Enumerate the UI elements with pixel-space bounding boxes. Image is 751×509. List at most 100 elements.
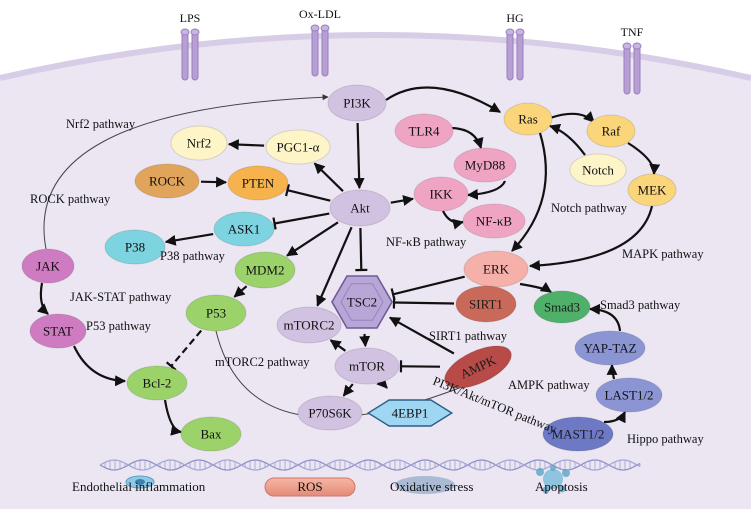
- outcome-apoptosis: Apoptosis: [535, 479, 588, 494]
- label-ampk-pathway: AMPK pathway: [508, 378, 590, 392]
- label-p38-pathway: P38 pathway: [160, 249, 226, 263]
- node-bax: Bax: [180, 416, 242, 452]
- node-label-p38: P38: [125, 240, 145, 255]
- label-sirt1-pathway: SIRT1 pathway: [429, 329, 508, 343]
- edge-ikk-nfkb: [442, 210, 465, 230]
- node-yaptaz: YAP-TAZ: [574, 330, 646, 366]
- edge-yaptaz-smad3: [588, 303, 622, 332]
- node-tlr4: TLR4: [394, 113, 454, 149]
- node-myd88: MyD88: [453, 147, 517, 183]
- node-ras: Ras: [503, 102, 553, 136]
- node-label-mek: MEK: [638, 183, 668, 198]
- node-label-last12: LAST1/2: [604, 388, 653, 403]
- node-label-rock: ROCK: [149, 174, 186, 189]
- node-label-jak: JAK: [36, 259, 60, 274]
- receptor-label-tnf: TNF: [621, 25, 644, 39]
- node-sirt1: SIRT1: [455, 285, 517, 323]
- node-nfkb: NF-κB: [462, 203, 526, 239]
- node-label-nrf2: Nrf2: [187, 136, 212, 151]
- node-label-4ebp1: 4EBP1: [392, 406, 429, 421]
- edge-raf-mek: [627, 142, 661, 176]
- node-mtorc2: mTORC2: [276, 306, 342, 344]
- node-ikk: IKK: [413, 176, 469, 212]
- node-tsc2: TSC2: [331, 275, 393, 329]
- apoptosis-icon: [536, 465, 570, 494]
- node-label-ask1: ASK1: [228, 222, 261, 237]
- node-label-ras: Ras: [518, 112, 538, 127]
- label-nfkb-pathway: NF-κB pathway: [386, 235, 467, 249]
- oxidative-stress-icon: [395, 476, 455, 494]
- cell-membrane: [0, 32, 751, 81]
- node-stat: STAT: [29, 313, 87, 349]
- node-label-tsc2: TSC2: [347, 295, 377, 310]
- node-mast12: MAST1/2: [542, 416, 614, 452]
- edge-mdm2-p53: [233, 285, 248, 298]
- edge-akt-pgc1a: [313, 162, 344, 192]
- receptor-label-lps: LPS: [180, 11, 201, 25]
- label-notch-pathway: Notch pathway: [551, 201, 628, 215]
- node-label-pten: PTEN: [242, 176, 275, 191]
- edge-erk-tsc2: [392, 275, 465, 296]
- node-label-ikk: IKK: [429, 187, 453, 202]
- edge-ras-raf: [549, 111, 595, 123]
- ros-pill: [264, 477, 356, 497]
- node-akt: Akt: [329, 189, 391, 227]
- node-ask1: ASK1: [213, 211, 275, 247]
- label-nrf2-pathway: Nrf2 pathway: [66, 117, 136, 131]
- outcome-oxidative-stress: Oxidative stress: [390, 479, 473, 494]
- edge-tsc2-mtor: [359, 333, 371, 348]
- node-label-mdm2: MDM2: [245, 263, 284, 278]
- node-label-raf: Raf: [602, 124, 621, 139]
- node-4ebp1: 4EBP1: [366, 399, 454, 427]
- outcome-endothelial-inflammation: Endothelial inflammation: [72, 479, 206, 494]
- edge-ask1-p38: [164, 233, 214, 246]
- label-mtorc2-pathway: mTORC2 pathway: [215, 355, 310, 369]
- node-label-sirt1: SIRT1: [469, 297, 503, 312]
- receptor-tnf: TNF: [621, 25, 644, 95]
- node-jak: JAK: [21, 248, 75, 284]
- nucleus-icon: [135, 479, 145, 485]
- edge-mtor-p70s6k: [342, 383, 355, 397]
- node-bcl2: Bcl-2: [126, 365, 188, 401]
- node-label-smad3: Smad3: [544, 300, 580, 315]
- node-label-akt: Akt: [350, 201, 370, 216]
- edge-rock-pten: [200, 176, 228, 188]
- edge-ampk-tsc2: [388, 316, 455, 355]
- edge-bar-akt-pten: [284, 184, 290, 197]
- node-label-stat: STAT: [43, 324, 73, 339]
- edge-myd88-ikk: [466, 180, 507, 200]
- edge-mast12-last12: [603, 411, 626, 424]
- edge-ras-erk: [511, 132, 547, 252]
- node-pten: PTEN: [227, 165, 289, 201]
- node-label-myd88: MyD88: [465, 158, 505, 173]
- edge-akt-mdm2: [286, 221, 339, 257]
- label-smad3-pathway: Smad3 pathway: [600, 298, 681, 312]
- node-erk: ERK: [463, 250, 529, 288]
- edge-sirt1-tsc2: [393, 301, 455, 305]
- edge-pi3k-akt: [353, 122, 365, 190]
- node-label-notch: Notch: [582, 163, 614, 178]
- label-jak-stat-pathway: JAK-STAT pathway: [70, 290, 172, 304]
- dna-strand: [99, 459, 641, 471]
- label-hippo-pathway: Hippo pathway: [627, 432, 704, 446]
- node-p53: P53: [185, 294, 247, 332]
- edge-akt-pten: [287, 189, 331, 202]
- receptor-label-hg: HG: [506, 11, 524, 25]
- node-rock: ROCK: [134, 163, 200, 199]
- edge-stat-bcl2: [73, 345, 127, 387]
- node-label-mtor: mTOR: [349, 359, 385, 374]
- node-label-pgc1a: PGC1-α: [277, 140, 320, 155]
- edge-pi3k-ras: [385, 86, 501, 113]
- node-label-mast12: MAST1/2: [552, 427, 605, 442]
- receptor-oxldl: Ox-LDL: [299, 7, 341, 77]
- receptor-label-oxldl: Ox-LDL: [299, 7, 341, 21]
- edge-jak-pi3k: [43, 94, 329, 250]
- node-label-pi3k: PI3K: [343, 96, 371, 111]
- label-mapk-pathway: MAPK pathway: [622, 247, 704, 261]
- edge-akt-mtorc2: [316, 226, 353, 307]
- edge-akt-tsc2: [359, 227, 363, 271]
- node-nrf2: Nrf2: [170, 125, 228, 161]
- node-label-mtorc2: mTORC2: [283, 318, 334, 333]
- node-pgc1a: PGC1-α: [265, 129, 331, 165]
